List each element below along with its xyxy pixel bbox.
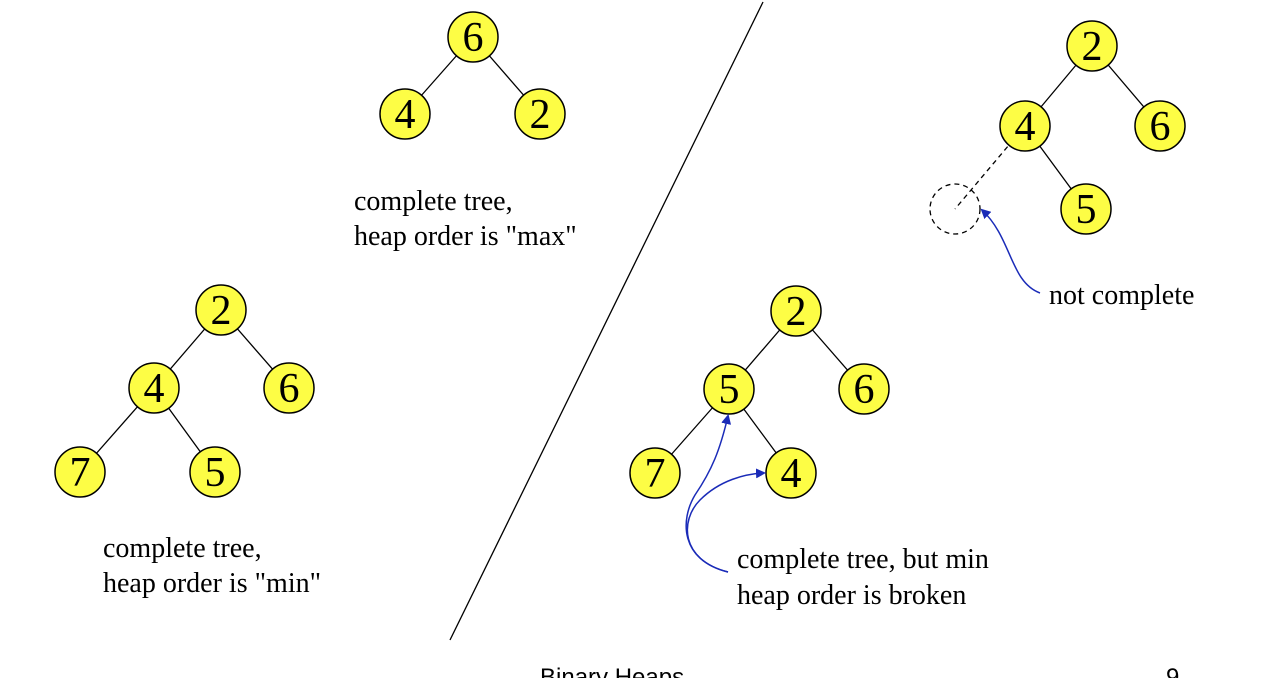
tree-node: 5: [1060, 183, 1112, 235]
node-value: 7: [645, 451, 666, 497]
node-value: 6: [854, 367, 875, 413]
min-heap-tree: 2 4 6 7 5 complete tree, heap order is "…: [54, 284, 321, 599]
node-value: 5: [1076, 187, 1097, 233]
node-value: 2: [786, 289, 807, 335]
node-value: 4: [144, 366, 165, 412]
tree-node: 2: [770, 285, 822, 337]
tree-node: 4: [128, 362, 180, 414]
node-value: 2: [530, 92, 551, 138]
node-value: 7: [70, 450, 91, 496]
tree-node: 6: [263, 362, 315, 414]
tree-node: 2: [195, 284, 247, 336]
missing-node: [929, 183, 981, 235]
node-value: 4: [781, 451, 802, 497]
broken-order-tree: 2 5 6 7 4 complete tree, but min heap or…: [629, 285, 989, 611]
tree-node: 6: [1134, 100, 1186, 152]
tree-node: 6: [447, 11, 499, 63]
caption-line: heap order is "min": [103, 568, 321, 599]
caption-line: heap order is "max": [354, 221, 577, 252]
tree-node: 4: [379, 88, 431, 140]
caption-line: not complete: [1049, 280, 1194, 311]
caption-line: complete tree, but min: [737, 544, 989, 575]
tree-node: 2: [514, 88, 566, 140]
pointer-arrow: [686, 468, 766, 573]
tree-node: 5: [189, 446, 241, 498]
tree-node: 7: [629, 447, 681, 499]
caption-line: heap order is broken: [737, 580, 966, 611]
page-number: 9: [1166, 664, 1179, 678]
node-value: 2: [211, 288, 232, 334]
tree-node: 5: [703, 363, 755, 415]
node-value: 5: [205, 450, 226, 496]
tree-node: 4: [765, 447, 817, 499]
tree-node: 2: [1066, 20, 1118, 72]
node-value: 6: [279, 366, 300, 412]
tree-node: 4: [999, 100, 1051, 152]
node-value: 2: [1082, 24, 1103, 70]
pointer-arrow: [980, 208, 1041, 294]
node-value: 6: [1150, 104, 1171, 150]
max-heap-tree: 6 4 2 complete tree, heap order is "max": [354, 11, 577, 252]
footer-title: Binary Heaps: [540, 664, 684, 678]
caption-line: complete tree,: [103, 533, 262, 564]
not-complete-tree: 2 4 6 5 not complete: [929, 20, 1194, 311]
node-value: 5: [719, 367, 740, 413]
caption-line: complete tree,: [354, 186, 513, 217]
tree-node: 6: [838, 363, 890, 415]
node-value: 4: [395, 92, 416, 138]
node-value: 6: [463, 15, 484, 61]
node-value: 4: [1015, 104, 1036, 150]
divider-line: [449, 1, 764, 641]
tree-node: 7: [54, 446, 106, 498]
